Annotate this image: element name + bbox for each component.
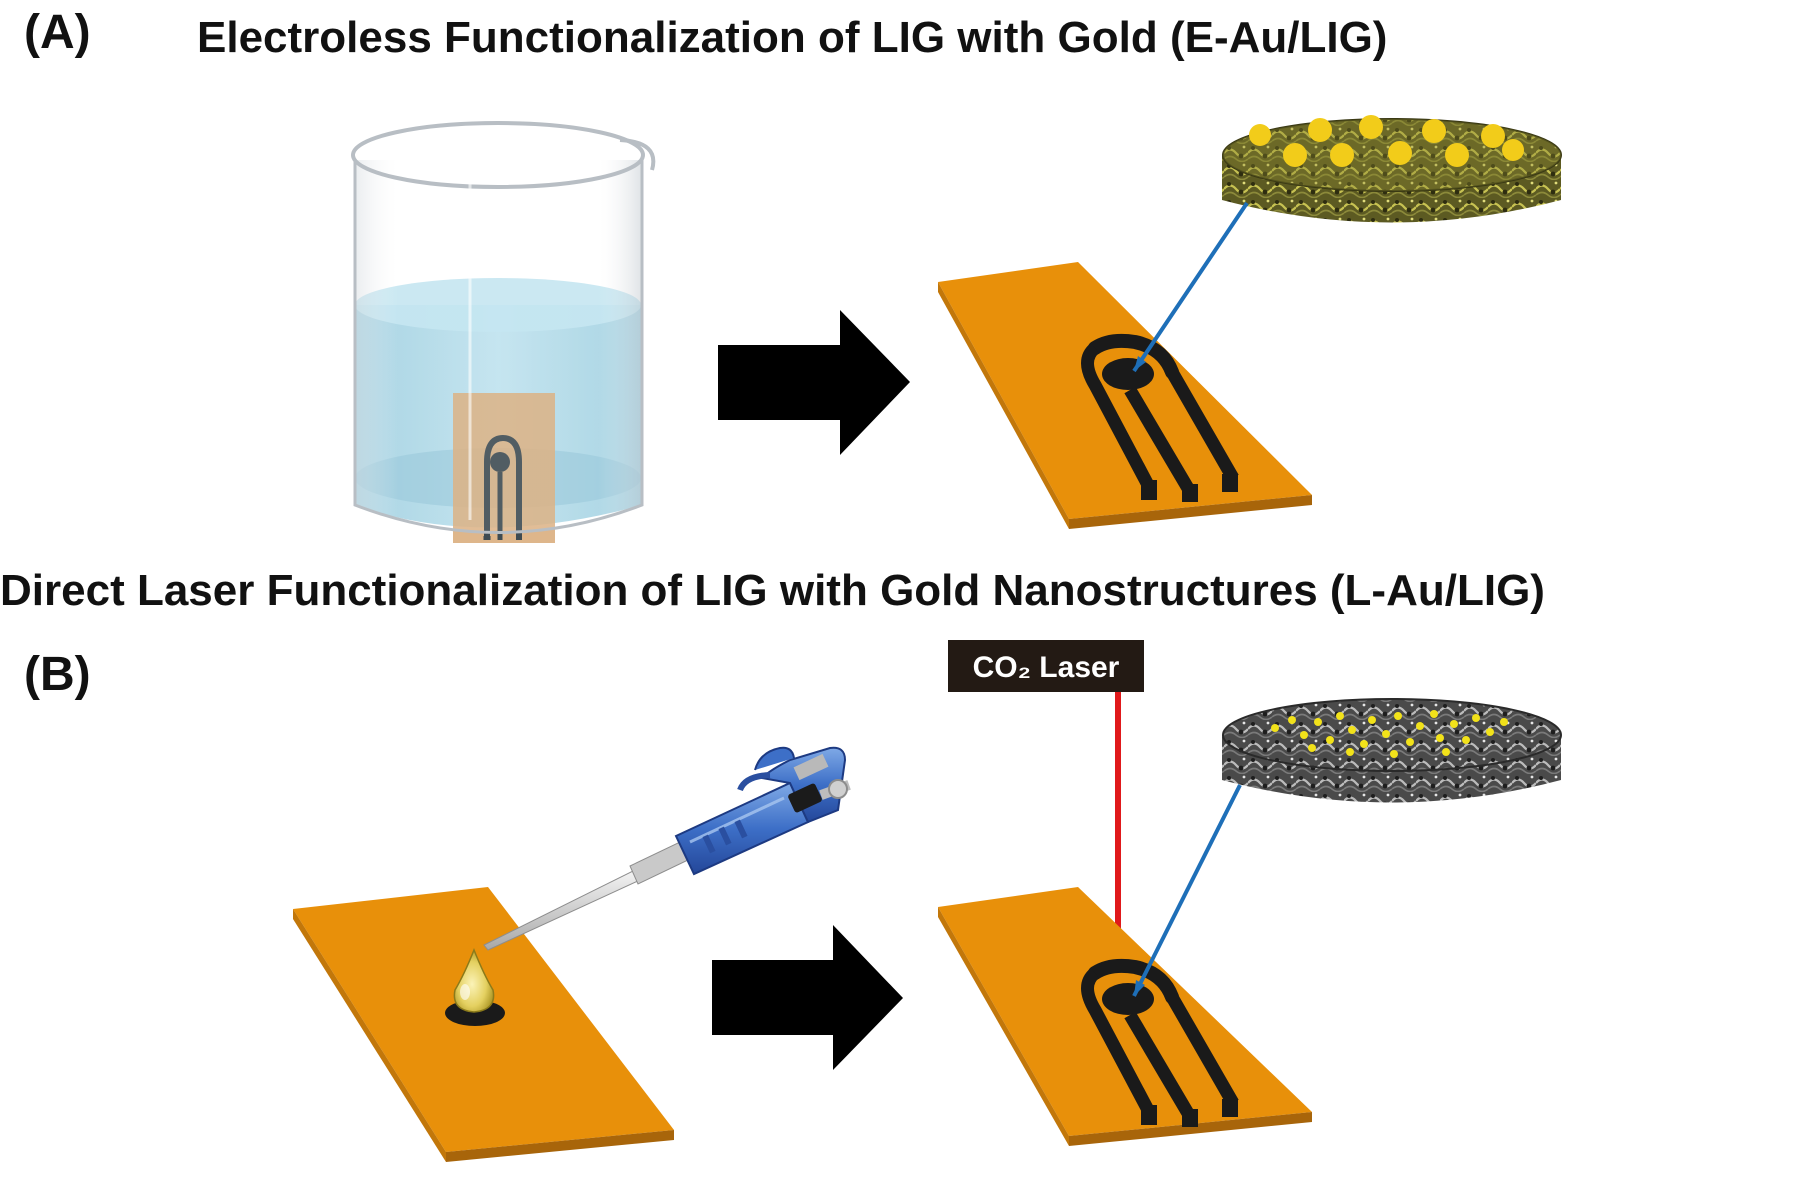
pointer-arrowhead-a — [1134, 356, 1146, 371]
laser-label-text: CO₂ Laser — [973, 651, 1120, 684]
gold-nanoparticles — [1249, 115, 1524, 167]
lig-electrode-b — [938, 887, 1312, 1146]
co2-laser-label: CO₂ Laser — [948, 640, 1144, 692]
gold-nanostructures — [1271, 710, 1508, 758]
panel-b-label: (B) — [24, 648, 91, 701]
panel-a-title: Electroless Functionalization of LIG wit… — [197, 13, 1387, 62]
e-au-lig-zoom-disc — [1222, 115, 1562, 223]
panel-a-label: (A) — [24, 6, 91, 59]
pointer-line-a — [1132, 201, 1249, 373]
process-arrow-b — [712, 925, 903, 1070]
lig-substrate-b — [293, 887, 674, 1162]
gold-droplet-icon — [453, 947, 495, 1013]
pointer-line-b — [1132, 784, 1242, 997]
process-arrow-a — [718, 310, 910, 455]
pipette-icon — [483, 746, 851, 951]
beaker-icon — [351, 121, 656, 543]
panel-b-title: Direct Laser Functionalization of LIG wi… — [0, 566, 1545, 615]
l-au-lig-zoom-disc — [1222, 698, 1562, 803]
pointer-arrowhead-b — [1134, 980, 1145, 996]
lig-electrode-a — [938, 262, 1312, 529]
